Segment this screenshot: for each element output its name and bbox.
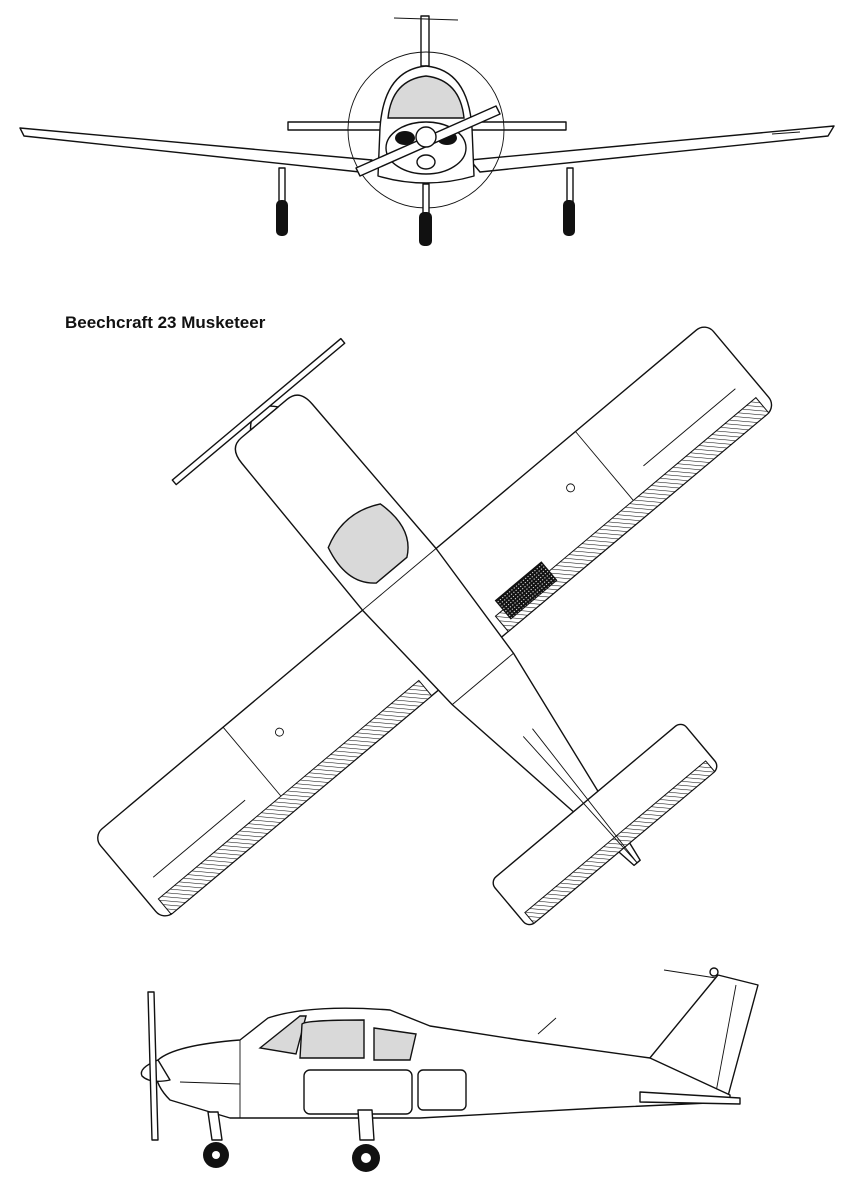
front-view [19,15,835,246]
front-lower-inlet [416,154,436,170]
front-right-wheel [563,200,575,236]
front-antenna [393,17,459,21]
top-dorsal-fin [522,728,638,864]
top-elevator [524,760,716,925]
top-right-fuel-cap [566,483,575,493]
side-horizontal-stabilizer [639,1091,741,1105]
top-view [97,326,773,926]
front-left-gear-strut [278,167,286,203]
front-windshield [387,75,465,119]
aircraft-title: Beechcraft 23 Musketeer [65,313,266,332]
front-left-wing [19,127,373,173]
top-fuselage [234,394,641,867]
front-right-wing [469,125,835,173]
side-front-window [299,1019,365,1059]
front-left-wheel [276,200,288,236]
side-main-gear-strut [357,1109,375,1141]
side-rear-door [417,1069,467,1111]
top-left-aileron-flap [157,679,433,916]
front-air-inlet-left [395,131,415,145]
top-right-aileron-flap [494,396,770,633]
front-spinner [415,126,437,148]
side-nose-gear-strut [207,1111,223,1141]
front-nose-gear-strut [422,183,430,215]
top-left-fuel-cap [275,727,284,737]
top-propeller [171,337,346,486]
front-right-gear-strut [566,167,574,203]
side-wing-root [303,1069,413,1115]
side-rear-window [373,1027,417,1061]
front-tail-fin [420,15,430,67]
front-nose-wheel [419,212,432,246]
top-canopy [327,503,409,584]
side-windshield [258,1015,307,1055]
top-wing-walk [494,561,558,620]
side-view [140,967,759,1172]
side-propeller [147,991,159,1141]
